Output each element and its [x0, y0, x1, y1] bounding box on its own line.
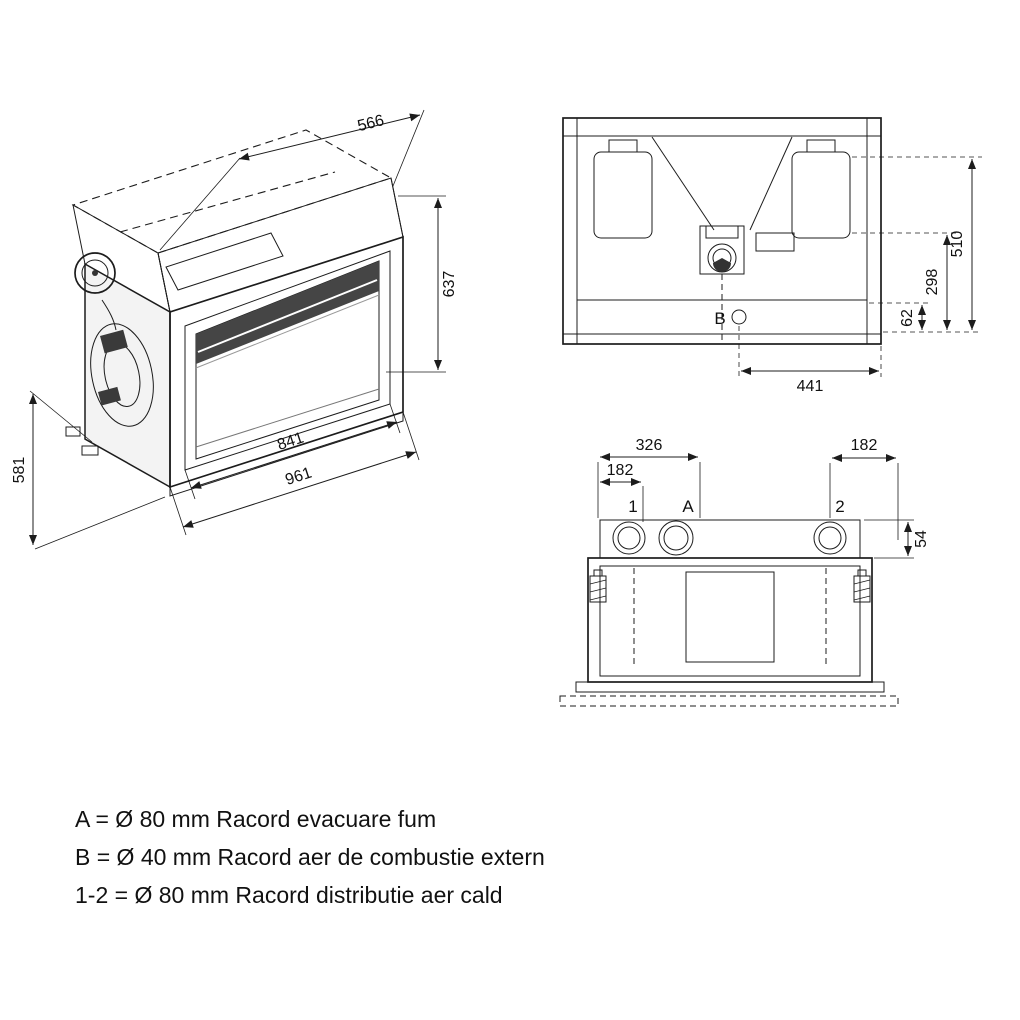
ext-line	[389, 403, 401, 434]
dim-510: 510	[852, 156, 982, 333]
ext-line	[34, 496, 166, 550]
ext-line	[169, 486, 187, 536]
top-blower-right	[791, 151, 851, 239]
front-dim-182-left-label: 182	[607, 462, 634, 479]
front-dim-182-right-label: 182	[851, 437, 878, 454]
top-dim-62-label: 62	[899, 309, 916, 327]
front-dim-54-label: 54	[913, 530, 930, 548]
iso-fan-assembly	[65, 299, 154, 456]
iso-flue-collar-outer	[74, 252, 116, 294]
iso-width-inner-dim-label: 841	[275, 429, 306, 453]
top-blower-left-tab	[608, 139, 638, 153]
legend-line-a: A = Ø 80 mm Racord evacuare fum	[75, 806, 437, 832]
clamp-tab	[857, 569, 867, 577]
iso-glass-dark-band	[196, 261, 379, 364]
top-port-b	[731, 309, 747, 325]
dim-298: 298	[852, 232, 957, 330]
dim-637: 637	[386, 195, 458, 373]
clamp-hatch	[589, 595, 607, 601]
front-port-2-outer	[813, 521, 847, 555]
top-dim-510-label: 510	[949, 231, 966, 258]
legend: A = Ø 80 mm Racord evacuare fum B = Ø 40…	[75, 800, 545, 914]
iso-foot-right	[81, 445, 99, 456]
front-port-a-label: A	[682, 497, 694, 516]
dim-62: 62	[869, 302, 932, 330]
top-port-b-label: B	[714, 309, 725, 328]
front-port-a-outer	[658, 520, 694, 556]
front-base-hidden	[559, 695, 899, 707]
front-port-a-inner	[663, 525, 689, 551]
dim-326: 326	[597, 437, 701, 518]
front-view: 1 A 2 326 182 182 54	[559, 437, 930, 707]
top-flue-shade	[713, 258, 731, 272]
front-port-1-inner	[617, 526, 641, 550]
iso-height-dim-label: 637	[441, 271, 458, 298]
top-junction-box	[755, 232, 795, 252]
iso-foot-left	[65, 426, 81, 437]
iso-fan-bracket-block	[98, 386, 121, 406]
iso-hood-top-face	[71, 129, 393, 254]
top-flue-box-tab	[705, 225, 739, 239]
dim-line	[238, 113, 421, 161]
clamp-hatch	[589, 587, 607, 593]
iso-flue-collar-inner	[81, 259, 109, 287]
dim-961: 961	[169, 411, 420, 536]
dim-581: 581	[11, 390, 166, 550]
iso-fan-motor-block	[100, 329, 128, 354]
dim-line	[182, 451, 417, 528]
front-port-2-inner	[818, 526, 842, 550]
legend-line-b: B = Ø 40 mm Racord aer de combustie exte…	[75, 844, 545, 870]
clamp-hatch	[853, 587, 871, 593]
clamp-hatch	[589, 579, 607, 585]
clamp-tab	[593, 569, 603, 577]
dim-182-left: 182	[600, 462, 644, 522]
iso-fan-scroll	[90, 323, 154, 427]
top-blower-left	[593, 151, 653, 239]
front-base-flange	[575, 681, 885, 693]
front-body-inner	[599, 565, 861, 677]
ext-line	[392, 109, 425, 187]
top-view: B 510 298 62 441	[562, 117, 982, 395]
clamp-hatch	[853, 595, 871, 601]
front-dim-326-label: 326	[636, 437, 663, 454]
iso-hood-edge-right	[390, 177, 404, 238]
clamp-hatch	[853, 579, 871, 585]
iso-rating-plate	[165, 232, 284, 291]
iso-height-left-dim-label: 581	[11, 457, 28, 484]
iso-view: 566 637 581 841 961	[11, 109, 458, 550]
ext-line	[29, 390, 93, 443]
front-clamp-left	[589, 569, 607, 603]
iso-width-outer-dim-label: 961	[283, 464, 314, 488]
front-port-2-label: 2	[835, 497, 844, 516]
ext-line	[159, 157, 241, 251]
front-body	[587, 557, 873, 683]
ext-line	[184, 469, 196, 500]
top-blower-right-tab	[806, 139, 836, 153]
iso-fan-duct	[101, 299, 117, 331]
dim-441: 441	[738, 326, 882, 395]
top-dim-441-label: 441	[797, 378, 824, 395]
iso-depth-dim-label: 566	[356, 112, 386, 135]
dim-566: 566	[159, 109, 425, 251]
top-dim-298-label: 298	[924, 269, 941, 296]
top-outer-casing	[562, 117, 882, 345]
top-funnel-left	[651, 136, 715, 231]
top-funnel-right	[749, 136, 793, 231]
legend-line-12: 1-2 = Ø 80 mm Racord distributie aer cal…	[75, 882, 503, 908]
dim-182-right: 182	[829, 437, 899, 540]
front-clamp-right	[853, 569, 871, 603]
iso-flue-collar-center	[92, 270, 98, 276]
iso-hood-top-seam	[119, 171, 336, 233]
front-port-1-label: 1	[628, 497, 637, 516]
front-glass-opening	[685, 571, 775, 663]
front-port-1-outer	[612, 521, 646, 555]
iso-hood-edge-left	[157, 252, 171, 313]
iso-glass-reflection	[197, 279, 378, 353]
dim-54: 54	[864, 519, 930, 559]
ext-line	[402, 411, 420, 461]
iso-glass-edge-line	[195, 294, 380, 369]
